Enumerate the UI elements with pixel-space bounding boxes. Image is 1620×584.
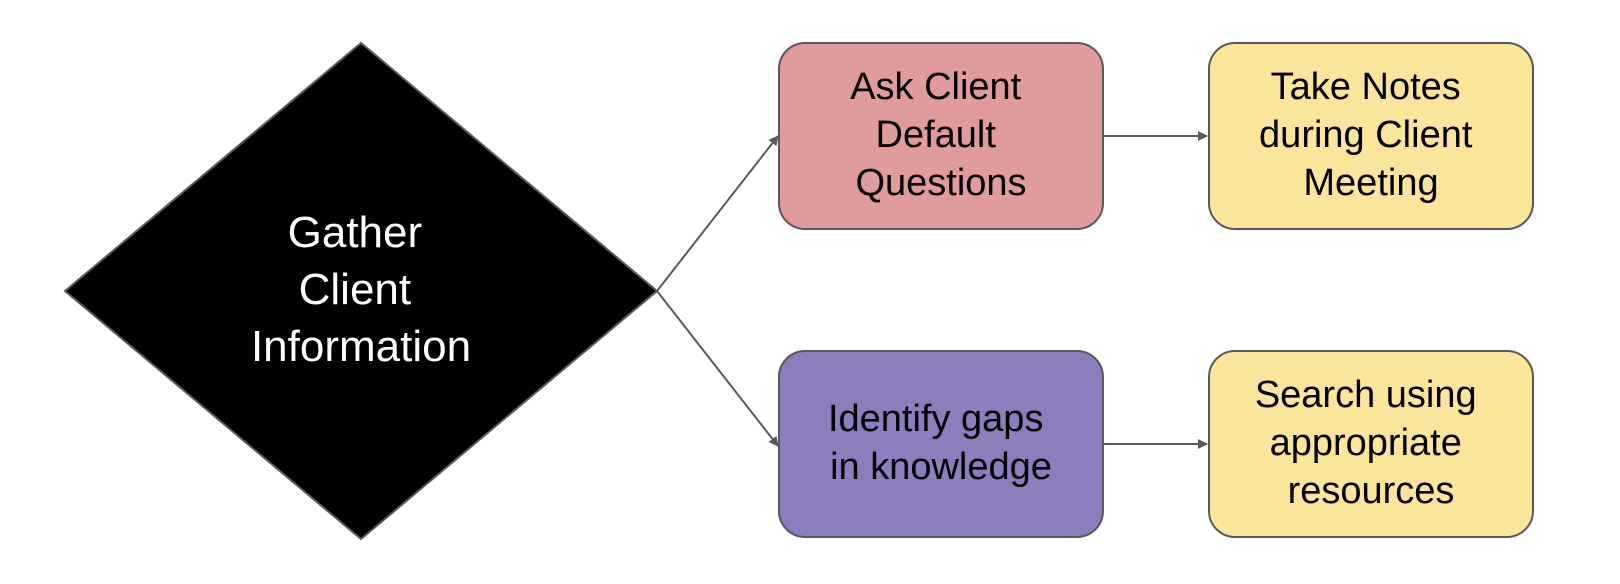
search-resources-label-line-1: Search using xyxy=(1255,374,1477,416)
search-resources-label-line-2: appropriate xyxy=(1270,422,1462,464)
process-box xyxy=(778,350,1104,538)
identify-gaps-label-line-2: in knowledge xyxy=(830,446,1052,488)
edge-decision-to-identify-gaps xyxy=(656,290,779,447)
process-box xyxy=(1208,42,1534,230)
ask-questions-label-line-1: Ask Client xyxy=(850,66,1021,108)
decision-node-gather-client-information: Gather Client Information xyxy=(63,41,659,541)
svg-text:Gather Client Info: Gather Client Information xyxy=(251,208,471,371)
take-notes-label-line-2: during Client xyxy=(1259,114,1473,156)
decision-label-line-2: Client xyxy=(299,265,412,314)
svg-text:Search using appropriate: Search using appropriate resources xyxy=(1255,374,1487,512)
process-box xyxy=(778,42,1104,230)
process-node-identify-gaps-in-knowledge: Identify gaps in knowledge xyxy=(778,350,1104,538)
decision-label-line-3: Information xyxy=(251,322,471,371)
decision-label-line-1: Gather xyxy=(288,208,423,257)
ask-questions-label-line-2: Default xyxy=(876,114,997,156)
search-resources-label-line-3: resources xyxy=(1288,470,1455,512)
decision-diamond-shape xyxy=(63,41,659,541)
svg-text:Take Notes during Client: Take Notes during Client Meeting xyxy=(1259,66,1483,204)
process-node-ask-client-default-questions: Ask Client Default Questions xyxy=(778,42,1104,230)
edge-decision-to-ask-questions xyxy=(656,135,779,292)
process-box xyxy=(1208,350,1534,538)
process-node-take-notes-during-client-meeting: Take Notes during Client Meeting xyxy=(1208,42,1534,230)
take-notes-label-line-3: Meeting xyxy=(1303,162,1438,204)
svg-text:Identify gaps in knowled: Identify gaps in knowledge xyxy=(828,398,1054,488)
process-node-search-using-appropriate-resources: Search using appropriate resources xyxy=(1208,350,1534,538)
identify-gaps-label-line-1: Identify gaps xyxy=(828,398,1043,440)
ask-questions-label-line-3: Questions xyxy=(855,162,1026,204)
take-notes-label-line-1: Take Notes xyxy=(1271,66,1461,108)
svg-text:Ask Client Default: Ask Client Default Questions xyxy=(850,66,1032,204)
